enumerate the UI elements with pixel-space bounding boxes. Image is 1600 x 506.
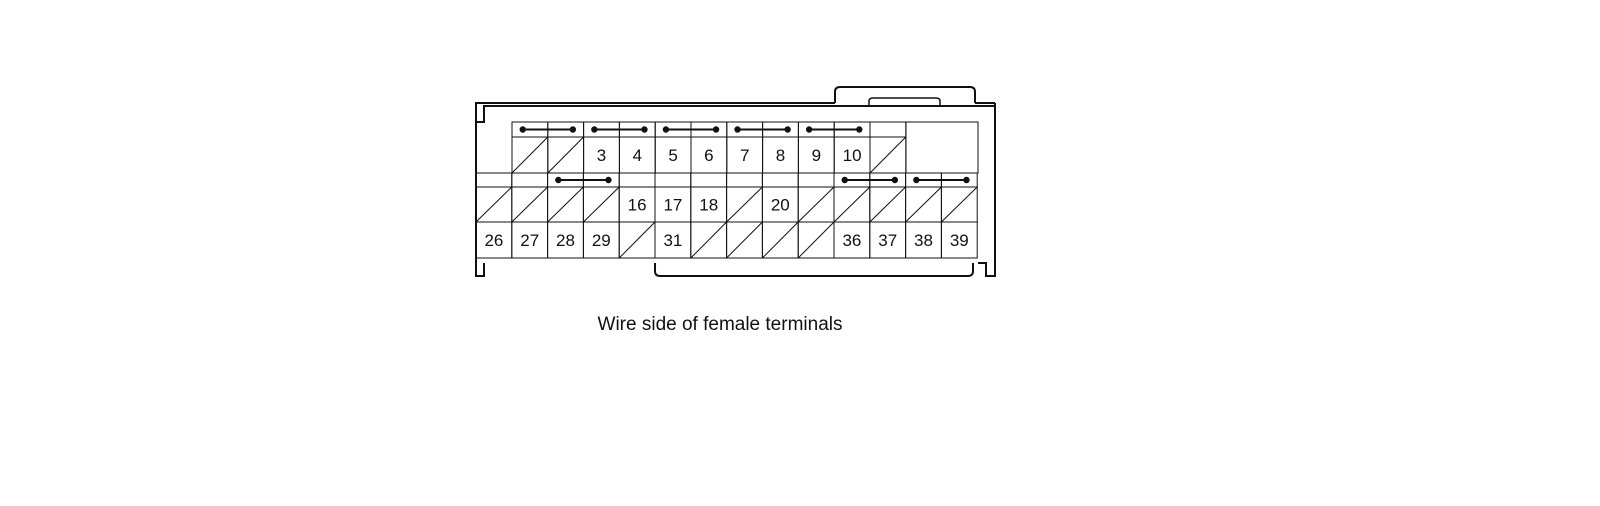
unused-terminal-slash	[941, 186, 978, 223]
unused-terminal-slash	[905, 186, 942, 223]
bar-strip-cell	[726, 172, 763, 188]
terminal-labels: 3 4 5 6 7 8 9 10 16 17 18 20 26 27 28 29 31 36 37 38 39	[484, 146, 968, 250]
unused-terminal-slash	[797, 221, 835, 259]
unused-terminal-slash	[833, 186, 871, 223]
bar-strip-cell	[475, 172, 513, 188]
blank-region	[905, 121, 979, 174]
terminal-number: 28	[556, 231, 575, 250]
terminal-number: 3	[597, 146, 606, 165]
shorting-bar-end	[784, 126, 791, 133]
terminal-number: 20	[771, 196, 790, 215]
terminal-number: 7	[740, 146, 749, 165]
diagram-caption: Wire side of female terminals	[597, 314, 843, 335]
bar-strip-cell	[690, 172, 728, 188]
shorting-bar-end	[891, 176, 899, 184]
terminal-number: 17	[663, 196, 682, 215]
terminal-number: 18	[699, 196, 718, 215]
shorting-bars	[519, 126, 970, 184]
unused-terminal-slash	[726, 221, 763, 259]
shorting-bar-end	[605, 176, 612, 184]
terminal-number: 26	[484, 231, 503, 250]
shorting-bar-end	[963, 176, 970, 184]
shorting-bar-end	[591, 126, 598, 133]
terminal-number: 16	[628, 196, 647, 215]
shorting-bar-end	[856, 126, 863, 133]
terminal-number: 8	[776, 146, 785, 165]
terminal-number: 27	[520, 231, 539, 250]
terminal-number: 5	[668, 146, 677, 165]
unused-terminal-slash	[869, 186, 906, 223]
shorting-bar-end	[519, 126, 526, 133]
connector-housing	[475, 86, 996, 277]
shorting-bar-end	[712, 126, 720, 133]
unused-terminal-slash	[762, 221, 799, 259]
shorting-bar-end	[805, 126, 813, 133]
unused-terminal-slash	[869, 136, 907, 174]
unused-terminal-slash	[618, 221, 656, 259]
terminal-cell	[940, 221, 978, 259]
unused-terminal-slash	[511, 186, 548, 223]
shorting-bar-end	[734, 126, 741, 133]
bar-strip-cell	[618, 172, 656, 188]
terminal-number: 37	[878, 231, 897, 250]
bar-strip-cell	[761, 172, 799, 188]
terminal-number: 6	[704, 146, 713, 165]
shorting-bar-end	[641, 126, 648, 133]
shorting-bar-end	[555, 176, 562, 184]
terminal-number: 9	[812, 146, 821, 165]
shorting-bar-end	[841, 176, 848, 184]
terminal-number: 31	[663, 231, 682, 250]
terminal-number: 29	[592, 231, 611, 250]
terminal-number: 38	[914, 231, 933, 250]
unused-terminal-slash	[547, 136, 584, 174]
terminal-number: 10	[843, 146, 862, 165]
terminal-number: 36	[842, 231, 861, 250]
unused-terminal-slash	[547, 186, 584, 223]
terminal-number: 4	[633, 146, 642, 165]
unused-terminal-slash	[511, 136, 549, 174]
unused-terminal-slash	[797, 186, 835, 223]
unused-terminal-slash	[726, 186, 763, 223]
terminal-number: 39	[950, 231, 969, 250]
unused-terminal-slash	[690, 221, 727, 259]
unused-terminal-slash	[475, 186, 513, 223]
bar-strip-cell	[654, 172, 692, 188]
shorting-bar-end	[569, 126, 577, 133]
bar-strip-cell	[869, 121, 907, 138]
terminal-grid	[475, 121, 979, 259]
unused-terminal-slash	[583, 186, 620, 223]
bar-strip-cell	[511, 172, 549, 188]
shorting-bar-end	[913, 176, 920, 184]
bar-strip-cell	[797, 172, 835, 188]
shorting-bar-end	[662, 126, 670, 133]
